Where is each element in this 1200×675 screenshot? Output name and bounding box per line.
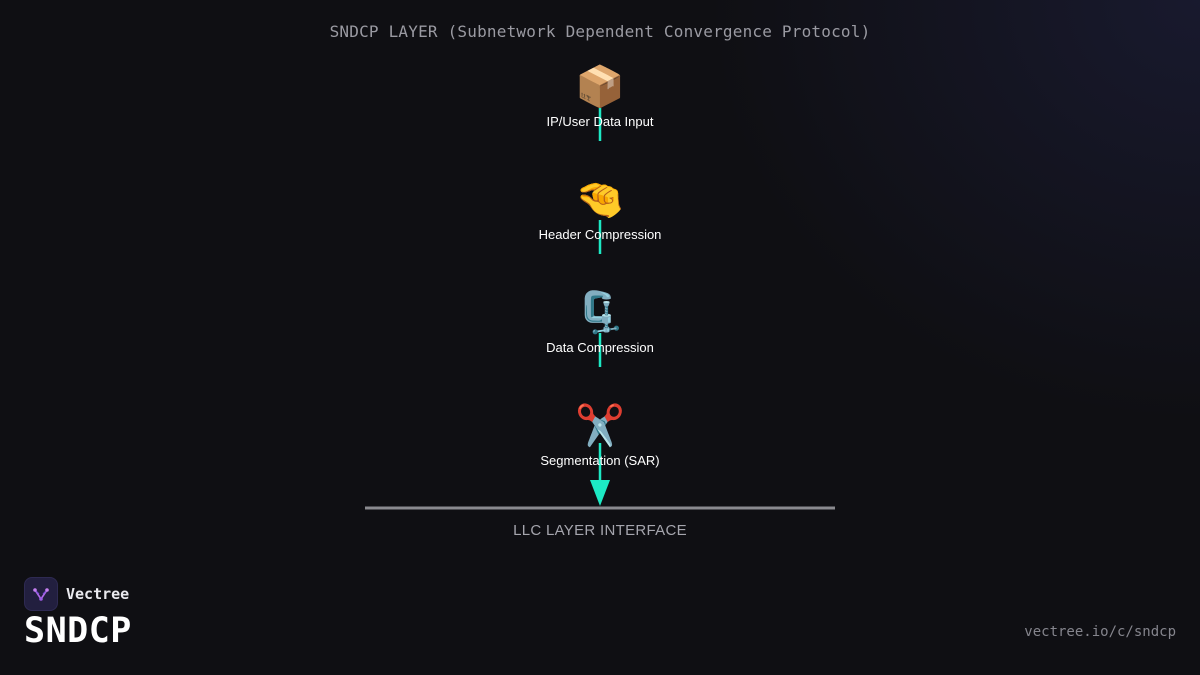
stage-label: IP/User Data Input: [546, 114, 654, 129]
clamp-icon: 🗜️: [575, 290, 625, 336]
stage-label: Header Compression: [538, 227, 662, 242]
stage-label: Data Compression: [546, 340, 654, 355]
stage-label: Segmentation (SAR): [540, 453, 660, 468]
arrowhead-icon: [590, 480, 610, 506]
package-icon: 📦: [575, 64, 625, 110]
brand-name[interactable]: Vectree: [66, 585, 130, 603]
stage-ip-user-data-input: 📦 IP/User Data Input: [450, 64, 750, 129]
stage-segmentation: ✂️ Segmentation (SAR): [450, 403, 750, 468]
diagram-title: SNDCP LAYER (Subnetwork Dependent Conver…: [329, 22, 871, 41]
brand: Vectree: [24, 577, 129, 611]
page-heading: SNDCP: [24, 611, 132, 651]
llc-interface-label: LLC LAYER INTERFACE: [513, 522, 687, 539]
vectree-logo-icon[interactable]: [24, 577, 58, 611]
pinching-hand-icon: 🤏: [575, 177, 625, 223]
stage-data-compression: 🗜️ Data Compression: [450, 290, 750, 355]
stage-header-compression: 🤏 Header Compression: [450, 177, 750, 242]
footer-url[interactable]: vectree.io/c/sndcp: [1024, 624, 1176, 640]
scissors-icon: ✂️: [575, 403, 625, 449]
